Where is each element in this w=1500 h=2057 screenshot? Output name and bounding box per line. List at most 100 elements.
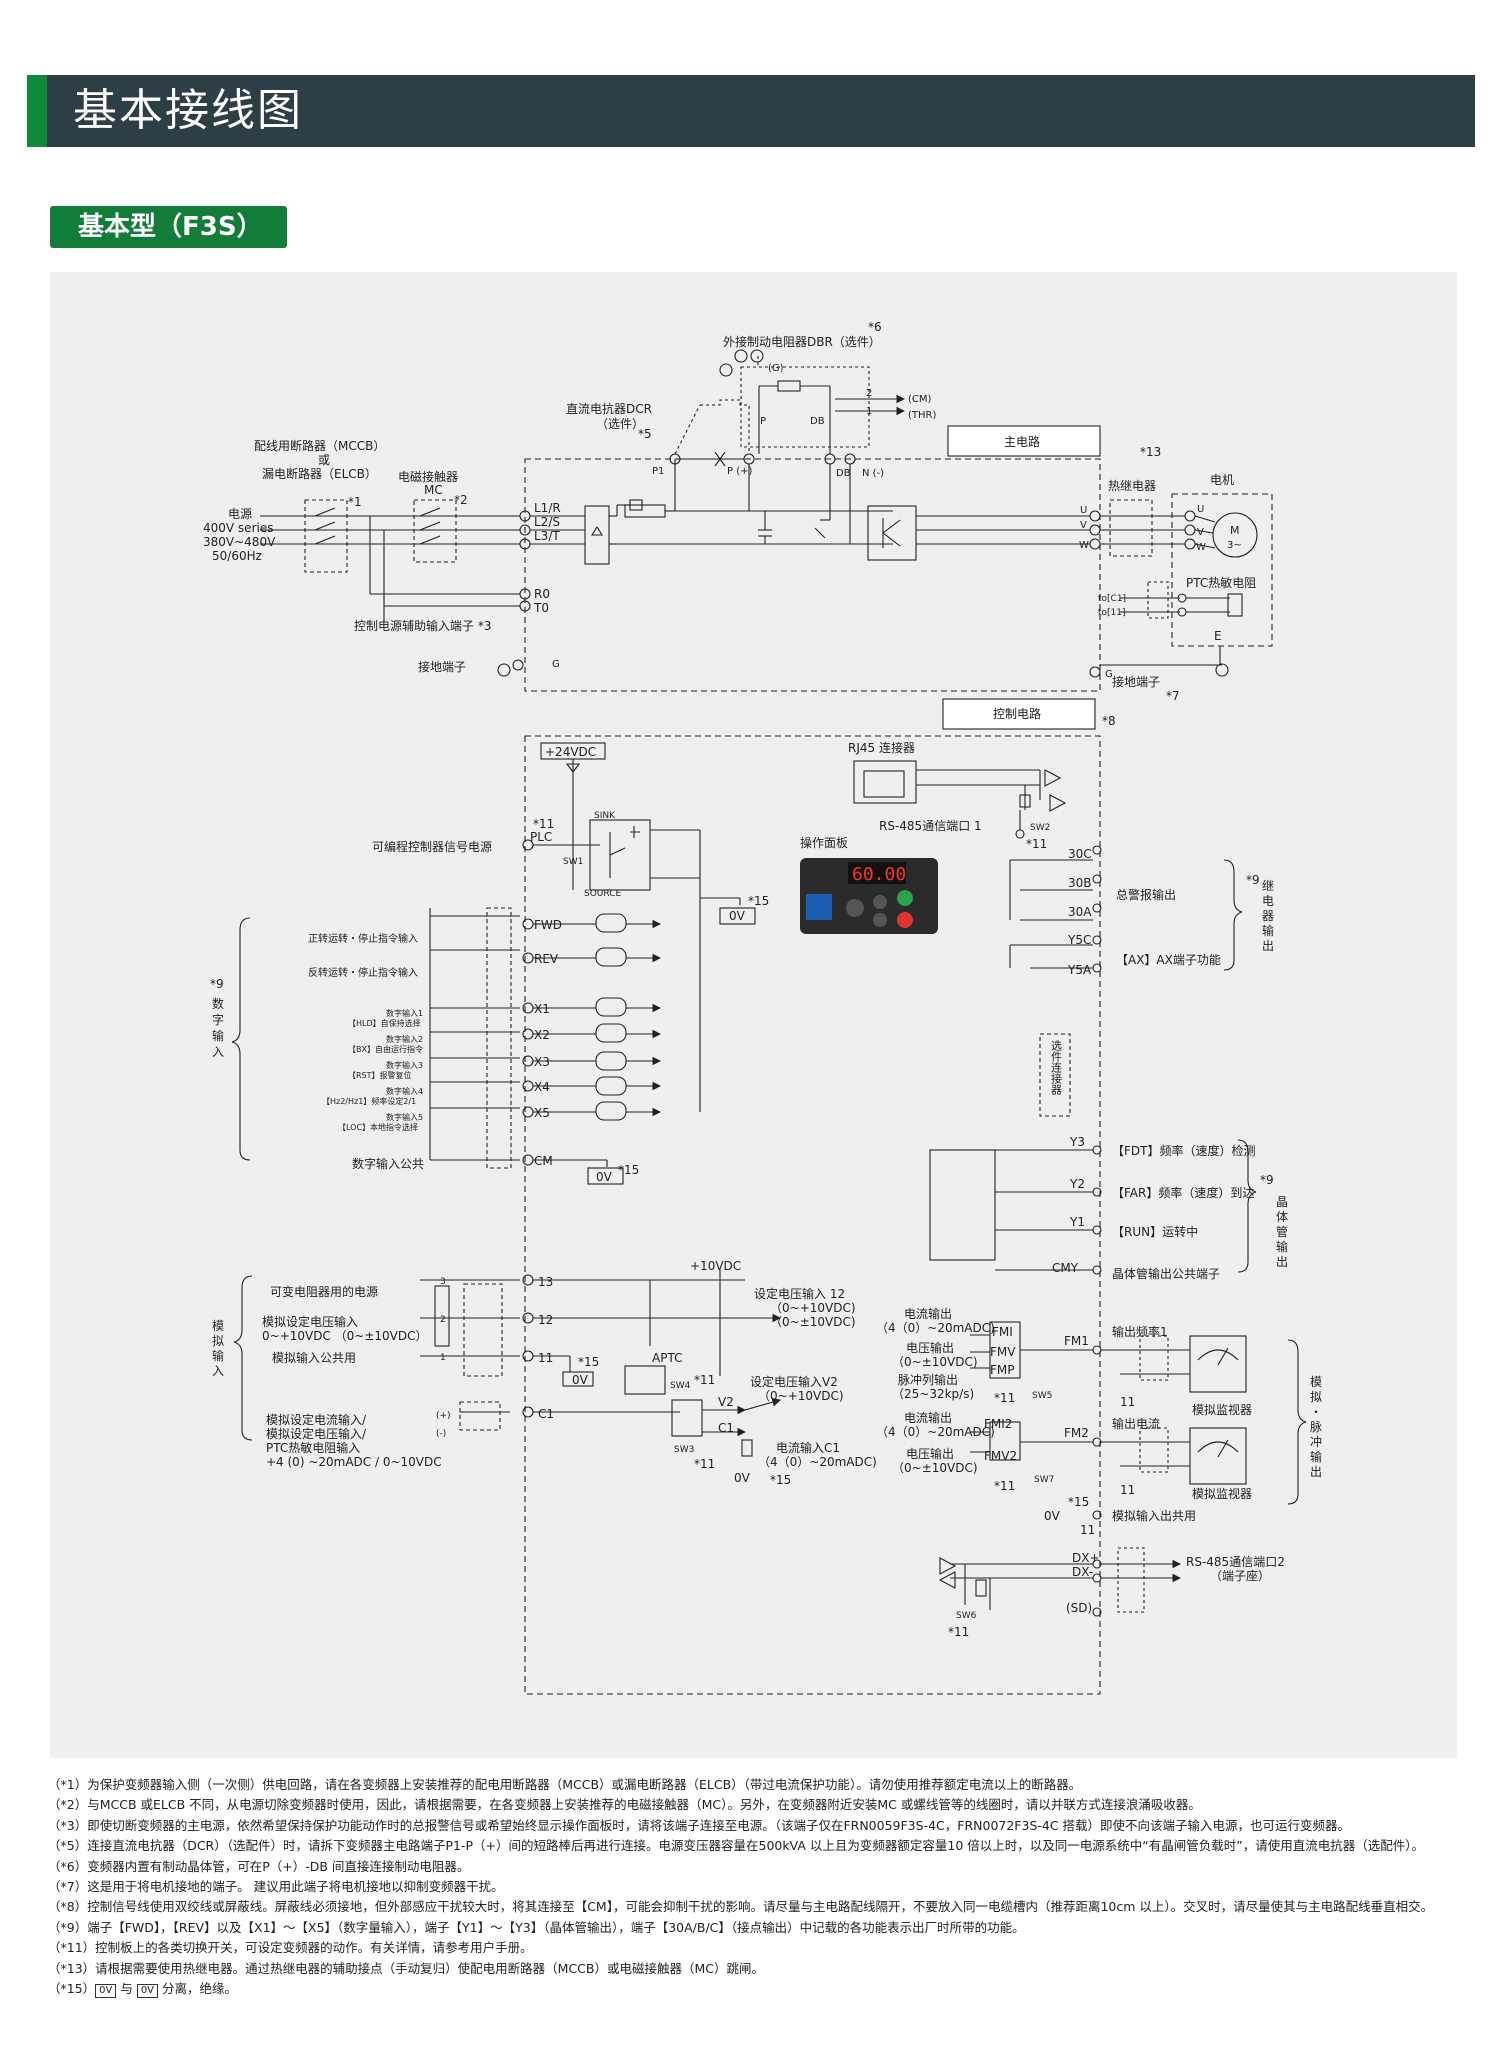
dbr-p: P bbox=[760, 416, 766, 427]
dcr-db: DB bbox=[836, 468, 851, 479]
dbr-cm: (CM) bbox=[908, 394, 932, 405]
c1-label-inner: C1 bbox=[718, 1421, 734, 1435]
terminal-c1: C1 bbox=[538, 1407, 554, 1421]
note15-suffix: 分离，绝缘。 bbox=[158, 1981, 237, 1997]
pot-pin1: 1 bbox=[440, 1353, 446, 1363]
motor-label: 电机 bbox=[1210, 473, 1234, 487]
rs485-2-line2: （端子座） bbox=[1210, 1568, 1270, 1583]
x3-desc2: 【RST】报警复位 bbox=[348, 1070, 412, 1080]
control-circuit-box bbox=[942, 698, 1096, 730]
zero-v-out: 0V bbox=[1044, 1509, 1061, 1523]
power-line4: 50/60Hz bbox=[212, 549, 262, 563]
mark11-sw2: *11 bbox=[1026, 837, 1047, 851]
rs485-1-label: RS-485通信端口 1 bbox=[879, 819, 982, 833]
relay-group-char: 继 bbox=[1262, 879, 1274, 893]
rj45-label: RJ45 连接器 bbox=[848, 740, 915, 755]
plc-desc: 可编程控制器信号电源 bbox=[372, 839, 492, 854]
v24-label: +24VDC bbox=[545, 745, 596, 759]
footnotes: （*1）为保护变频器输入侧（一次侧）供电回路，请在各变频器上安装推荐的配电用断路… bbox=[48, 1775, 1468, 1999]
fm1-sw: SW5 bbox=[1032, 1391, 1052, 1401]
dcr-pplus: P (+) bbox=[727, 466, 752, 477]
transistor-group-char: 体 bbox=[1276, 1210, 1288, 1224]
rs485-2-line1: RS-485通信端口2 bbox=[1186, 1555, 1285, 1569]
fm2-out: FM2 bbox=[1064, 1426, 1089, 1440]
dx-minus-label: DX- bbox=[1072, 1565, 1093, 1579]
ax-func-label: 【AX】AX端子功能 bbox=[1116, 953, 1221, 967]
wiring-diagram: *6 外接制动电阻器DBR（选件） (G) 2 1 (CM) (THR) P D… bbox=[203, 320, 1322, 1695]
ground-right-label: 接地端子 bbox=[1112, 674, 1160, 689]
note15-0v-a: 0V bbox=[95, 1984, 117, 1999]
dcr-nminus: N (-) bbox=[862, 468, 884, 479]
relay-y5c: Y5C bbox=[1067, 933, 1091, 947]
analog-common-label: 模拟输入公共用 bbox=[272, 1350, 356, 1365]
footnote: （*9）端子【FWD】，【REV】以及【X1】～【X5】（数字量输入），端子【Y… bbox=[48, 1919, 1025, 1935]
dbr-g: (G) bbox=[768, 363, 784, 374]
fm2-11: 11 bbox=[1120, 1483, 1135, 1497]
mark15-c1: *15 bbox=[770, 1473, 791, 1487]
relay-group-char: 出 bbox=[1262, 939, 1274, 953]
motor-phase: 3~ bbox=[1227, 540, 1242, 551]
x5-desc2: 【LOC】本地指令选择 bbox=[338, 1122, 418, 1132]
section-title: 基本型（F3S） bbox=[78, 212, 263, 242]
x4-desc1: 数字输入4 bbox=[386, 1086, 423, 1096]
x2-terminal: X2 bbox=[534, 1028, 550, 1042]
analog-out-char: 输 bbox=[1310, 1449, 1322, 1464]
plc-source: SOURCE bbox=[584, 889, 621, 899]
terminal-13: 13 bbox=[538, 1275, 553, 1289]
fwd-desc: 正转运转・停止指令输入 bbox=[308, 932, 418, 945]
dcr-label1: 直流电抗器DCR bbox=[566, 401, 652, 416]
sd-label: (SD) bbox=[1066, 1601, 1092, 1615]
digital-in-char: 数 bbox=[212, 996, 224, 1011]
header-accent bbox=[27, 75, 47, 147]
relay-30a: 30A bbox=[1068, 905, 1092, 919]
x3-desc1: 数字输入3 bbox=[386, 1060, 423, 1070]
transistor-group-char: 输 bbox=[1276, 1239, 1288, 1254]
motor-v: V bbox=[1197, 527, 1204, 538]
analog-in-char: 入 bbox=[212, 1364, 224, 1378]
analog-common-out-label: 模拟输入出共用 bbox=[1112, 1508, 1196, 1523]
analog-out-char: 脉 bbox=[1310, 1419, 1322, 1434]
digital-in-char: 入 bbox=[212, 1045, 224, 1059]
analog-out-char: 冲 bbox=[1310, 1434, 1322, 1449]
c1-plus: (+) bbox=[436, 1411, 451, 1421]
zero-v-c1: 0V bbox=[734, 1471, 751, 1485]
meter1-label: 模拟监视器 bbox=[1192, 1402, 1252, 1417]
transistor-group-mark: *9 bbox=[1260, 1173, 1274, 1187]
relay-30c: 30C bbox=[1068, 847, 1092, 861]
main-circuit-label: 主电路 bbox=[1004, 434, 1040, 449]
analog-in-char: 模 bbox=[212, 1319, 224, 1333]
analog-out-char: 模 bbox=[1310, 1375, 1322, 1389]
mark13: *13 bbox=[1140, 445, 1161, 459]
relay-30b: 30B bbox=[1068, 876, 1092, 890]
ground-g-left: G bbox=[552, 659, 560, 670]
plc-sw1: SW1 bbox=[563, 857, 583, 867]
cmy-terminal: CMY bbox=[1052, 1261, 1079, 1275]
v10-label: +10VDC bbox=[690, 1259, 741, 1273]
footnote: （*7）这是用于将电机接地的端子。 建议用此端子将电机接地以抑制变频器干扰。 bbox=[48, 1879, 504, 1895]
y3-terminal: Y3 bbox=[1069, 1135, 1085, 1149]
terminal-t0: T0 bbox=[533, 601, 549, 615]
dbr-thr: (THR) bbox=[908, 410, 936, 421]
mccb-line2: 或 bbox=[318, 453, 330, 467]
dbr-n2: 2 bbox=[866, 388, 872, 399]
fm1-out: FM1 bbox=[1064, 1334, 1089, 1348]
current-in-line2: （4（0）~20mADC) bbox=[758, 1455, 877, 1469]
terminal-r0: R0 bbox=[534, 587, 550, 601]
analog-out-char: 拟 bbox=[1310, 1390, 1322, 1404]
set-v12-line1: 设定电压输入 12 bbox=[754, 1286, 845, 1301]
mark15-11: *15 bbox=[578, 1355, 599, 1369]
mccb-line3: 漏电断路器（ELCB） bbox=[262, 466, 377, 481]
rev-terminal: REV bbox=[534, 952, 559, 966]
dbr-label: 外接制动电阻器DBR（选件） bbox=[723, 334, 881, 349]
control-circuit-frame bbox=[524, 735, 1101, 1695]
set-v2-line1: 设定电压输入V2 bbox=[750, 1374, 838, 1389]
keypad-display: 60.00 bbox=[852, 864, 906, 885]
motor-m: M bbox=[1230, 524, 1240, 537]
cm-terminal: CM bbox=[534, 1154, 553, 1168]
fm1-cur1: 电流输出 bbox=[904, 1306, 952, 1321]
y1-desc: 【RUN】运转中 bbox=[1112, 1224, 1198, 1239]
fwd-terminal: FWD bbox=[534, 918, 562, 932]
transistor-group-char: 管 bbox=[1276, 1224, 1288, 1239]
diagram-panel bbox=[50, 272, 1457, 1758]
fm1-desc: 输出频率1 bbox=[1112, 1324, 1168, 1339]
